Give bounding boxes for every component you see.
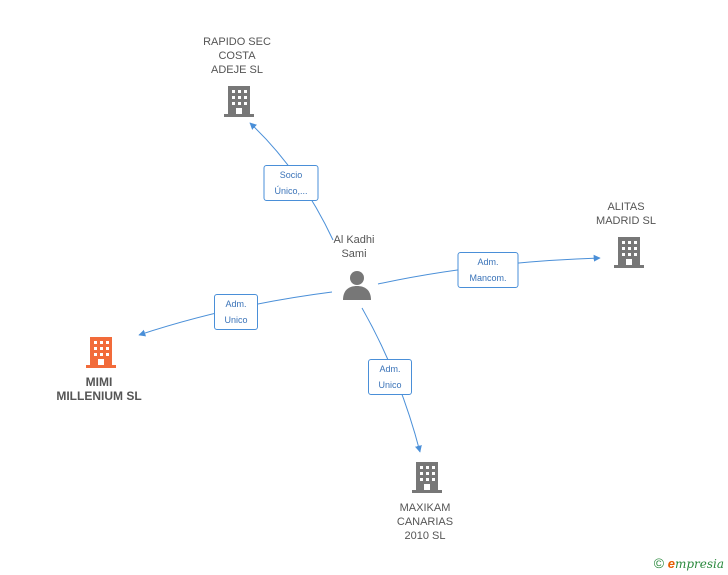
company-label-mimi[interactable]: MIMI MILLENIUM SL (56, 375, 142, 403)
building-icon-maxikam[interactable] (412, 462, 442, 493)
person-label[interactable]: Al Kadhi Sami (333, 234, 375, 260)
brand-name: mpresia (674, 557, 724, 571)
edge-label-mimi: Adm. Unico (214, 294, 258, 330)
company-label-rapido[interactable]: RAPIDO SEC COSTA ADEJE SL (203, 36, 271, 76)
edge-label-maxikam: Adm. Unico (368, 359, 412, 395)
building-icon-alitas[interactable] (614, 237, 644, 268)
person-icon[interactable] (343, 271, 371, 300)
edge-label-alitas: Adm. Mancom. (457, 252, 519, 288)
copyright-footer: © empresia (654, 555, 724, 571)
edge-label-rapido: Socio Único,... (263, 165, 319, 201)
building-icon-rapido[interactable] (224, 86, 254, 117)
brand-initial: e (667, 556, 675, 571)
building-icon-mimi[interactable] (86, 337, 116, 368)
company-label-alitas[interactable]: ALITAS MADRID SL (596, 201, 656, 227)
company-label-maxikam[interactable]: MAXIKAM CANARIAS 2010 SL (396, 502, 454, 542)
copyright-symbol: © (653, 555, 665, 571)
